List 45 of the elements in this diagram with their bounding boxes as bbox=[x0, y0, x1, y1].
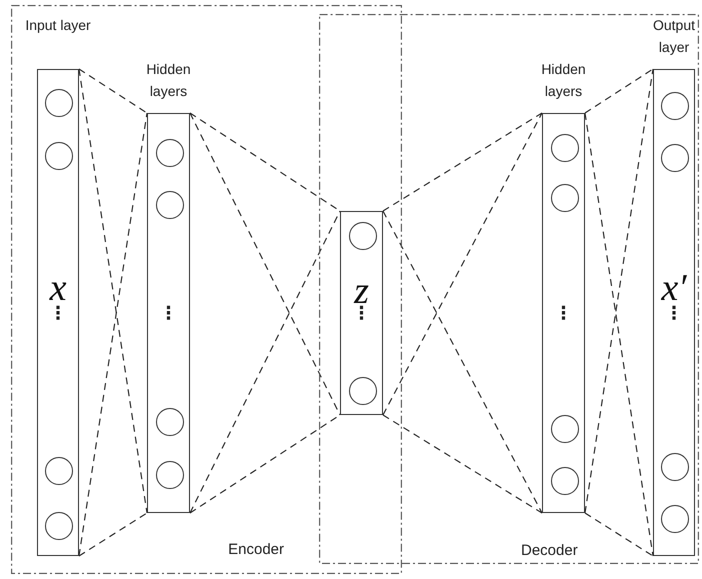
connection-line bbox=[382, 414, 542, 514]
variable-symbol: x′ bbox=[661, 269, 687, 307]
neuron-circle bbox=[45, 457, 73, 485]
neuron-circle bbox=[348, 377, 376, 405]
variable-symbol: x bbox=[50, 269, 66, 307]
ellipsis-mark: ⋮ bbox=[352, 305, 370, 323]
ellipsis-mark: ⋮ bbox=[554, 305, 572, 323]
neuron-circle bbox=[156, 408, 184, 436]
connection-line bbox=[382, 210, 542, 514]
ellipsis-mark: ⋮ bbox=[665, 305, 683, 323]
neuron-circle bbox=[550, 184, 578, 212]
ellipsis-mark: ⋮ bbox=[160, 305, 178, 323]
neuron-circle bbox=[45, 89, 73, 117]
layer-label: Hidden layers bbox=[540, 60, 587, 101]
neuron-circle bbox=[348, 222, 376, 250]
region-label: Encoder bbox=[228, 541, 284, 558]
region-label: Decoder bbox=[521, 542, 578, 559]
connection-line bbox=[78, 512, 148, 556]
layer-label: Input layer bbox=[24, 16, 92, 35]
connection-line bbox=[584, 512, 654, 556]
connection-line bbox=[78, 68, 148, 114]
connection-line bbox=[190, 112, 340, 416]
neuron-circle bbox=[661, 505, 689, 533]
neuron-circle bbox=[45, 512, 73, 540]
neuron-circle bbox=[661, 92, 689, 120]
neuron-circle bbox=[156, 461, 184, 489]
neuron-circle bbox=[45, 142, 73, 170]
connection-line bbox=[382, 112, 542, 416]
connection-line bbox=[78, 112, 148, 556]
connection-line bbox=[78, 68, 148, 514]
connection-line bbox=[584, 68, 654, 114]
connection-line bbox=[382, 112, 542, 212]
ellipsis-mark: ⋮ bbox=[49, 305, 67, 323]
neuron-circle bbox=[550, 415, 578, 443]
neuron-circle bbox=[550, 134, 578, 162]
neuron-circle bbox=[661, 144, 689, 172]
neuron-circle bbox=[156, 191, 184, 219]
layer-bar bbox=[340, 211, 383, 415]
layer-label: Hidden layers bbox=[145, 60, 192, 101]
neuron-circle bbox=[550, 467, 578, 495]
connection-line bbox=[190, 210, 340, 514]
layer-label: Output layer bbox=[652, 16, 696, 57]
neuron-circle bbox=[156, 139, 184, 167]
connection-line bbox=[584, 112, 654, 556]
neuron-circle bbox=[661, 453, 689, 481]
